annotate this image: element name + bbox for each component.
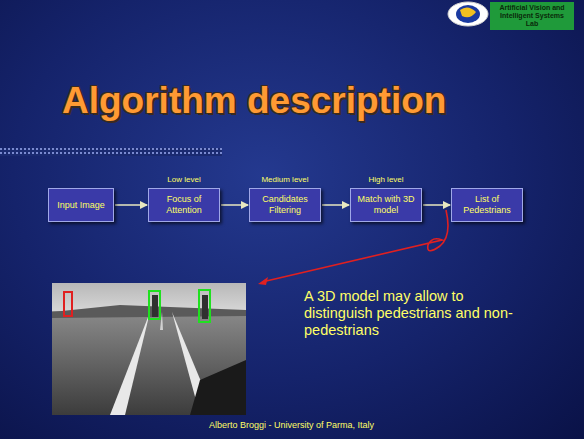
flow-arrow <box>423 204 450 206</box>
level-label: Medium level <box>240 175 330 185</box>
callout-note: A 3D model may allow to distinguish pede… <box>304 288 514 339</box>
logo-text: Artificial Vision and Intelligent System… <box>490 2 574 30</box>
process-box: Medium levelCandidates Filtering <box>249 188 321 222</box>
flow-arrow <box>221 204 248 206</box>
box-text: Focus of Attention <box>149 194 219 216</box>
slide-title: Algorithm description <box>62 80 446 122</box>
process-box: Input Image <box>48 188 114 222</box>
box-text: Match with 3D model <box>351 194 421 216</box>
footer-credit: Alberto Broggi - University of Parma, It… <box>209 420 374 430</box>
level-label: High level <box>341 175 431 185</box>
process-box: Low levelFocus of Attention <box>148 188 220 222</box>
process-box: List of Pedestrians <box>451 188 523 222</box>
box-text: List of Pedestrians <box>452 194 522 216</box>
process-box: High levelMatch with 3D model <box>350 188 422 222</box>
box-text: Candidates Filtering <box>250 194 320 216</box>
level-label: Low level <box>139 175 229 185</box>
box-text: Input Image <box>57 200 105 211</box>
flow-arrow <box>322 204 349 206</box>
flow-arrow <box>115 204 147 206</box>
